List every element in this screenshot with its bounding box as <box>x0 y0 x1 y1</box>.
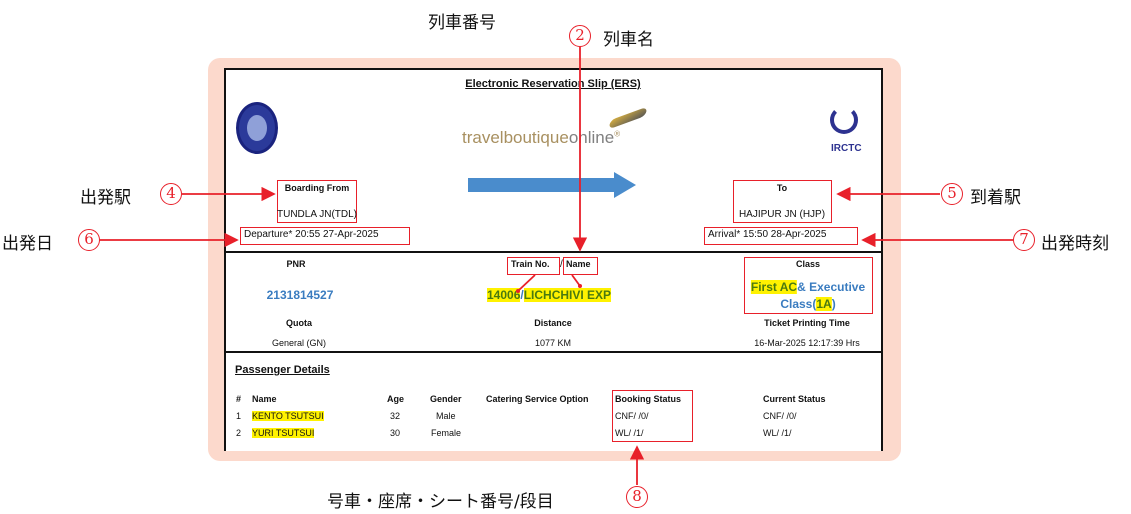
row-number: 1 <box>236 411 242 421</box>
passenger-heading: Passenger Details <box>235 364 330 376</box>
print-time-value: 16-Mar-2025 12:17:39 Hrs <box>754 338 860 348</box>
divider <box>224 251 883 253</box>
quota-label: Quota <box>286 318 312 328</box>
to-label: To <box>776 183 788 193</box>
connector-train-no <box>517 274 536 292</box>
col-current-status: Current Status <box>763 394 826 404</box>
booking-status: CNF/ /0/ <box>615 411 649 421</box>
arrow-head <box>614 172 636 198</box>
passenger-gender: Female <box>431 428 462 438</box>
train-no-box <box>507 257 560 275</box>
passenger-age: 32 <box>390 411 401 421</box>
current-status: CNF/ /0/ <box>763 411 797 421</box>
irctc-logo-icon <box>830 106 858 134</box>
slip-title: Electronic Reservation Slip (ERS) <box>465 78 641 90</box>
passenger-name: KENTO TSUTSUI <box>252 411 324 421</box>
arrival-station-annotation: 到着駅 <box>970 188 1021 208</box>
col-booking-status: Booking Status <box>615 394 682 404</box>
class-label: Class <box>795 259 821 269</box>
passenger-name: YURI TSUTSUI <box>252 428 315 438</box>
name-box <box>563 257 598 275</box>
direction-arrow-icon <box>468 178 616 192</box>
passenger-gender: Male <box>436 411 456 421</box>
destination-station: HAJIPUR JN (HJP) <box>738 209 826 220</box>
pnr-label: PNR <box>286 259 306 269</box>
col-catering: Catering Service Option <box>486 394 589 404</box>
connector-name <box>571 274 581 287</box>
col-gender: Gender <box>430 394 462 404</box>
boarding-box <box>277 180 357 223</box>
departure-date-annotation: 出発日 <box>2 234 53 254</box>
arrival-box <box>704 227 858 245</box>
marker-8: 8 <box>626 486 648 508</box>
booking-status-box <box>612 390 693 442</box>
marker-2: 2 <box>569 25 591 47</box>
reservation-slip <box>224 68 883 451</box>
print-time-label: Ticket Printing Time <box>764 318 850 328</box>
col-name: Name <box>252 394 277 404</box>
divider <box>224 351 883 353</box>
train-name-annotation: 列車名 <box>603 30 654 50</box>
indian-railways-logo <box>236 102 278 154</box>
name-label: Name <box>566 259 591 269</box>
quota-value: General (GN) <box>271 338 327 348</box>
destination-box <box>733 180 832 223</box>
marker-6: 6 <box>78 229 100 251</box>
passenger-age: 30 <box>390 428 401 438</box>
arrival-time-annotation: 出発時刻 <box>1041 234 1109 254</box>
boarding-from-label: Boarding From <box>284 183 350 193</box>
booking-status: WL/ /1/ <box>615 428 644 438</box>
irctc-label: IRCTC <box>831 143 862 154</box>
boarding-station: TUNDLA JN(TDL) <box>276 209 358 220</box>
train-no-label: Train No. <box>511 259 550 269</box>
marker-4: 4 <box>160 183 182 205</box>
class-box <box>744 257 873 314</box>
current-status: WL/ /1/ <box>763 428 792 438</box>
distance-label: Distance <box>534 318 572 328</box>
pnr-value: 2131814527 <box>266 288 334 302</box>
train-number-annotation: 列車番号 <box>428 13 496 33</box>
distance-value: 1077 KM <box>534 338 572 348</box>
marker-5: 5 <box>941 183 963 205</box>
departure-time: Departure* 20:55 27-Apr-2025 <box>244 229 379 240</box>
train-value: 14006/LICHCHIVI EXP <box>487 288 612 302</box>
arrival-time: Arrival* 15:50 28-Apr-2025 <box>708 229 827 240</box>
seat-annotation: 号車・座席・シート番号/段目 <box>327 492 554 512</box>
marker-7: 7 <box>1013 229 1035 251</box>
col-age: Age <box>387 394 405 404</box>
departure-box <box>240 227 410 245</box>
col-number: # <box>236 394 242 404</box>
boarding-annotation: 出発駅 <box>80 188 131 208</box>
row-number: 2 <box>236 428 242 438</box>
slash: / <box>560 259 563 270</box>
